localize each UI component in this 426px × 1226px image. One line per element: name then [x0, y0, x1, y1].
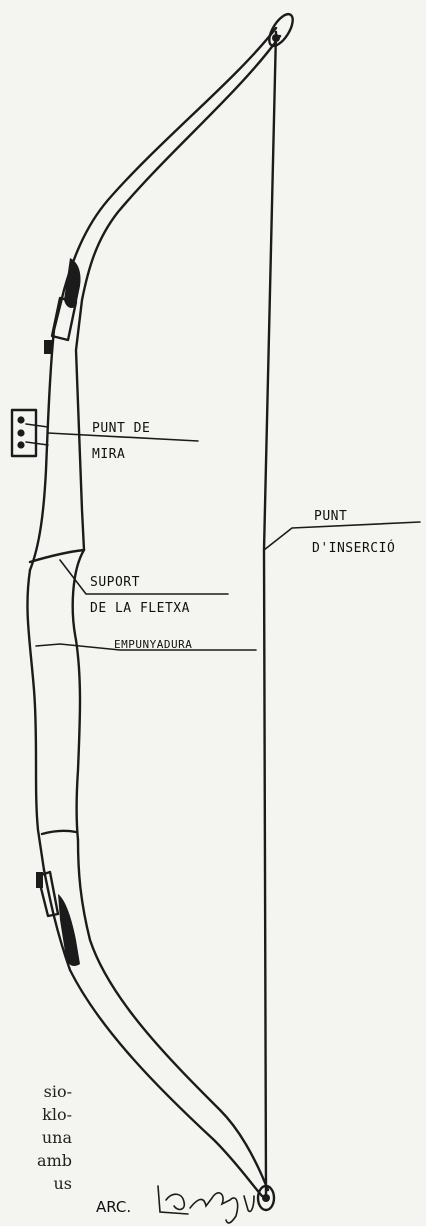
- body-text-line: sio-: [43, 1082, 72, 1101]
- label-arrow-rest-line-1: SUPORT: [90, 575, 140, 590]
- riser-belly: [71, 548, 86, 842]
- body-text-line: us: [53, 1174, 72, 1193]
- body-text-fragment: sio- klo- una amb us: [0, 1080, 72, 1195]
- label-nock-line-1: PUNT: [314, 509, 347, 524]
- upper-limb-back: [28, 26, 278, 572]
- sight-leader-line: [47, 432, 199, 442]
- riser-back: [26, 568, 46, 872]
- label-arrow-rest-line-2: DE LA FLETXA: [90, 601, 190, 616]
- bowstring: [262, 30, 278, 1196]
- label-sight-line-1: PUNT DE: [92, 421, 150, 436]
- lower-tip: [256, 1184, 276, 1212]
- arrow-rest-leader-line: [59, 559, 229, 595]
- upper-tip: [268, 12, 294, 48]
- body-text-line: amb: [37, 1151, 72, 1170]
- sight-block: [10, 408, 38, 458]
- label-nock-line-2: D'INSERCIÓ: [312, 540, 395, 556]
- nock-leader-line: [263, 521, 421, 551]
- label-grip: EMPUNYADURA: [114, 638, 192, 651]
- caption: ARC.: [96, 1198, 131, 1216]
- label-sight-line-2: MIRA: [92, 447, 125, 462]
- signature: [157, 1185, 255, 1224]
- lower-limb-belly: [76, 838, 270, 1192]
- grip-leader-line: [35, 643, 257, 651]
- upper-limb-belly: [74, 34, 282, 552]
- lower-limb-back: [42, 868, 264, 1198]
- body-text-line: una: [41, 1128, 72, 1147]
- body-text-line: klo-: [42, 1105, 72, 1124]
